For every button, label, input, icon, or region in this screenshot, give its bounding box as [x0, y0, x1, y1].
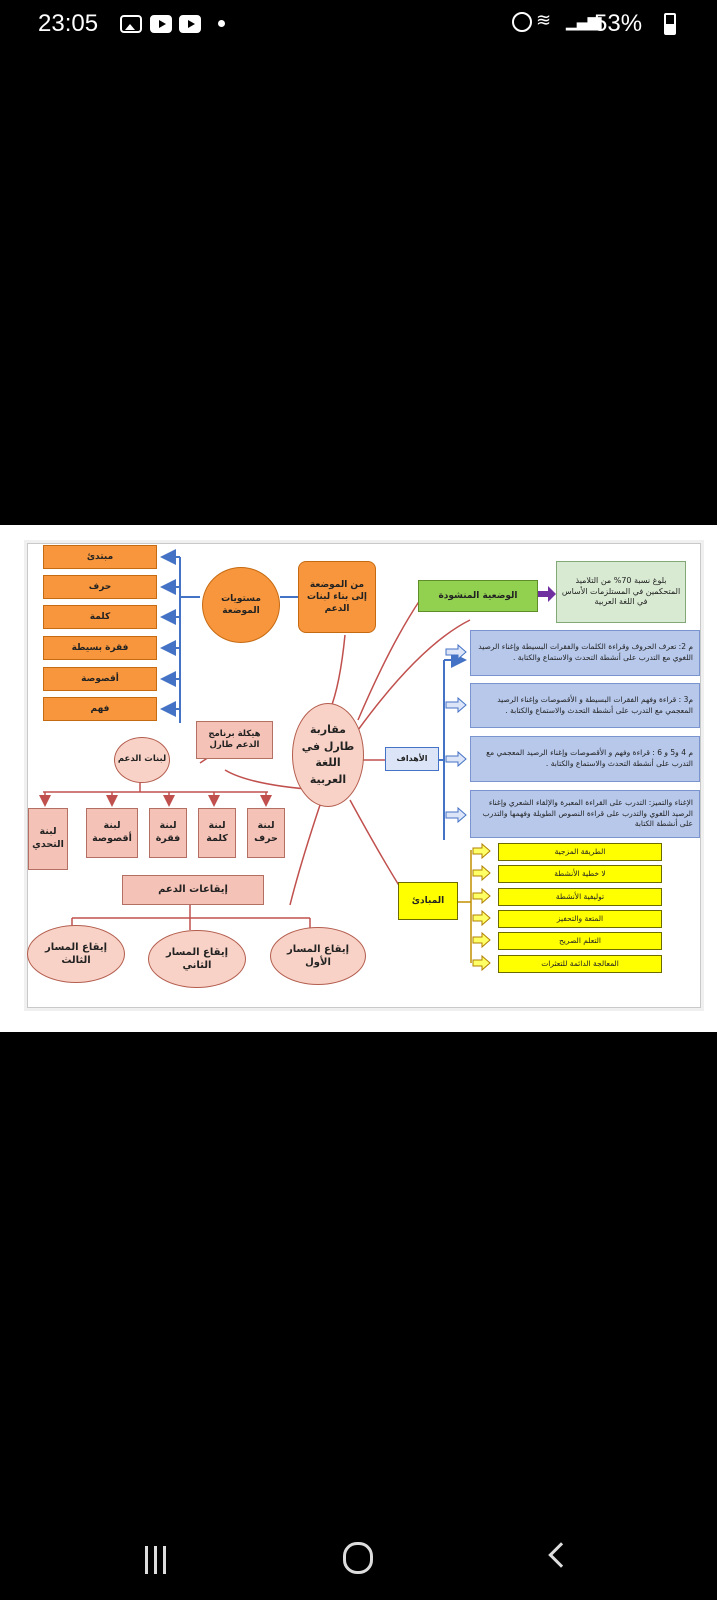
principle-item: المتعة والتحفيز	[498, 910, 662, 928]
home-button[interactable]	[343, 1542, 373, 1574]
youtube-icon	[179, 15, 201, 33]
battery-icon	[664, 13, 676, 35]
gallery-icon	[120, 15, 142, 33]
diagram: مبتدئ حرف كلمة فقرة بسيطة أقصوصة فهم مست…	[0, 525, 717, 1032]
principle-item: التعلم الصريح	[498, 932, 662, 950]
navigation-bar	[0, 1520, 717, 1600]
wifi-icon: ≋	[536, 10, 552, 31]
rhythm-item: إيقاع المسار الثاني	[148, 930, 246, 988]
center-line: طارل في	[301, 739, 355, 753]
level-item: مبتدئ	[43, 545, 157, 569]
block-item: لبنة أقصوصة	[86, 808, 138, 858]
recent-apps-button[interactable]	[145, 1546, 167, 1576]
principle-item: المعالجة الدائمة للتعثرات	[498, 955, 662, 973]
from-situation-box: من الموضعة إلى بناء لبنات الدعم	[298, 561, 376, 633]
principle-item: لا خطية الأنشطة	[498, 865, 662, 883]
diagram-frame	[27, 543, 701, 1008]
goal-item: م 4 و5 و 6 : قراءة وفهم و الأقصوصات وإغن…	[470, 736, 700, 782]
program-structure: هيكلة برنامج الدعم طارل	[196, 721, 273, 759]
block-item: لبنة كلمة	[198, 808, 236, 858]
rhythms-title: إيقاعات الدعم	[122, 875, 264, 905]
goals-title: الأهداف	[385, 747, 439, 771]
signal-icon: ▁▃▅	[566, 10, 601, 31]
level-item: كلمة	[43, 605, 157, 629]
rhythm-item: إيقاع المسار الأول	[270, 927, 366, 985]
target-situation: الوضعية المنشودة	[418, 580, 538, 612]
level-item: حرف	[43, 575, 157, 599]
target-text: بلوغ نسبة 70% من التلاميذ المتحكمين في ا…	[556, 561, 686, 623]
center-line: مقاربة	[310, 723, 346, 736]
block-item: لبنة فقرة	[149, 808, 187, 858]
center-line: اللغة	[315, 756, 341, 769]
level-item: فقرة بسيطة	[43, 636, 157, 660]
level-item: أقصوصة	[43, 667, 157, 691]
principles-title: المبادئ	[398, 882, 458, 920]
principle-item: توليفية الأنشطة	[498, 888, 662, 906]
status-time: 23:05	[38, 10, 99, 37]
level-item: فهم	[43, 697, 157, 721]
youtube-icon	[150, 15, 172, 33]
principle-item: الطريقة المزجية	[498, 843, 662, 861]
status-bar: 23:05 ≋ ▁▃▅ 53%	[0, 0, 717, 48]
support-blocks: لبنات الدعم	[114, 737, 170, 783]
goal-item: الإغناء والتميز: التدرب على القراءة المع…	[470, 790, 700, 838]
rhythm-item: إيقاع المسار الثالث	[27, 925, 125, 983]
block-item: لبنة حرف	[247, 808, 285, 858]
goal-item: م3 : قراءة وفهم الفقرات البسيطة و الأقصو…	[470, 683, 700, 728]
alarm-icon	[512, 12, 532, 32]
goal-item: م 2: تعرف الحروف وقراءة الكلمات والفقرات…	[470, 630, 700, 676]
block-item: لبنة التحدي	[28, 808, 68, 870]
center-approach: مقاربة طارل في اللغة العربية	[292, 703, 364, 807]
back-button[interactable]	[548, 1542, 574, 1568]
situation-levels: مستويات الموضعة	[202, 567, 280, 643]
dot-icon	[218, 20, 225, 27]
center-line: العربية	[309, 772, 347, 786]
image-viewer[interactable]: مبتدئ حرف كلمة فقرة بسيطة أقصوصة فهم مست…	[0, 525, 717, 1032]
battery-percentage: 53%	[594, 10, 643, 37]
